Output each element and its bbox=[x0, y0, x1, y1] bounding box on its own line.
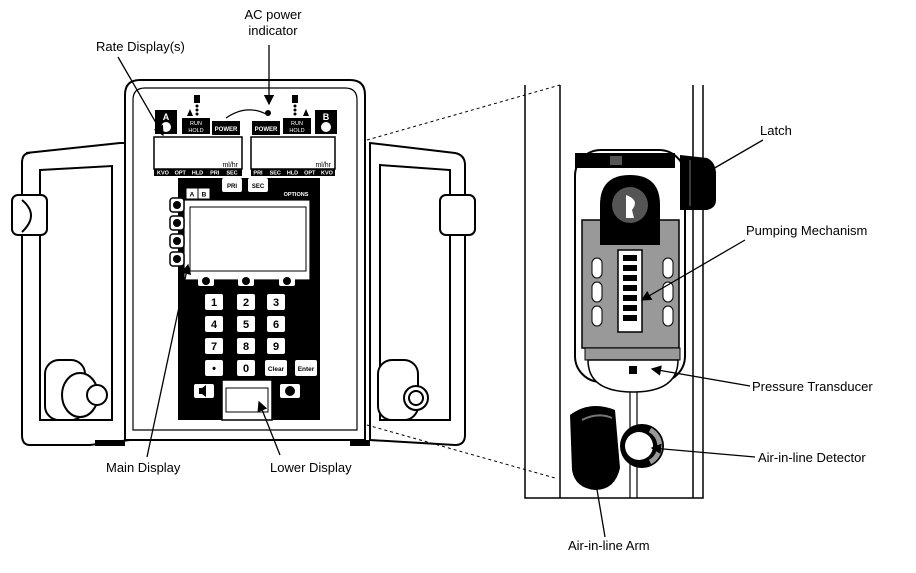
power-label-right: POWER bbox=[255, 127, 278, 133]
run-hold-b-button[interactable] bbox=[283, 118, 311, 134]
keypad-key-label: Enter bbox=[298, 366, 315, 373]
status-indicator-label: OPT bbox=[304, 171, 316, 177]
status-indicator-label: PRI bbox=[210, 171, 220, 177]
keypad-key[interactable] bbox=[237, 360, 255, 376]
callout-main-display: Main Display bbox=[106, 460, 181, 475]
pressure-transducer bbox=[629, 366, 637, 374]
svg-text:HOLD: HOLD bbox=[188, 128, 203, 134]
rate-display-a: ml/hr KVO OPT HLD PRI SEC bbox=[153, 136, 243, 177]
callout-ac-power-indicator: AC power indicator bbox=[243, 7, 303, 39]
keypad-key-label: 4 bbox=[211, 319, 218, 331]
bell-icon bbox=[187, 109, 193, 116]
keypad-key[interactable] bbox=[267, 316, 285, 332]
iv-bag-icon bbox=[292, 95, 298, 116]
status-indicator-label: HLD bbox=[192, 171, 203, 177]
keypad-key[interactable] bbox=[295, 360, 317, 376]
svg-text:RUN: RUN bbox=[291, 121, 303, 127]
power-button-right[interactable] bbox=[252, 121, 280, 135]
status-indicator-label: SEC bbox=[270, 171, 281, 177]
options-label: OPTIONS bbox=[284, 192, 309, 198]
keypad-key-label: 7 bbox=[211, 341, 217, 353]
keypad-key[interactable] bbox=[205, 338, 223, 354]
callout-rate-displays: Rate Display(s) bbox=[96, 39, 185, 54]
zoom-guide-lines bbox=[366, 84, 561, 479]
tab-a[interactable]: A bbox=[190, 192, 195, 199]
speaker-icon bbox=[199, 385, 206, 397]
keypad-key-label: 3 bbox=[273, 297, 279, 309]
status-indicator-label: KVO bbox=[321, 171, 334, 177]
channel-b-header: B RUN HOLD bbox=[283, 95, 337, 134]
channel-b-label: B bbox=[323, 112, 330, 122]
rate-display-b: ml/hr PRI SEC HLD OPT KVO bbox=[250, 136, 336, 177]
sec-button[interactable] bbox=[248, 178, 268, 192]
air-in-line-arm[interactable] bbox=[570, 406, 620, 490]
keypad-key[interactable] bbox=[237, 294, 255, 310]
power-controls: POWER POWER bbox=[212, 109, 280, 135]
control-panel: PRI SEC A B OPTIONS 1 bbox=[169, 178, 320, 421]
channel-off-icon bbox=[285, 386, 295, 396]
callout-air-in-line-arm: Air-in-line Arm bbox=[568, 538, 650, 553]
keypad-key[interactable] bbox=[205, 316, 223, 332]
bell-icon bbox=[303, 109, 309, 116]
callout-ac-power-line2: indicator bbox=[248, 23, 298, 38]
channel-a-header: A RUN HOLD bbox=[155, 95, 210, 134]
keypad-key-label: 6 bbox=[273, 319, 279, 331]
pri-button[interactable] bbox=[222, 178, 242, 192]
callout-pressure-transducer: Pressure Transducer bbox=[752, 379, 873, 394]
keypad-key-label: 9 bbox=[273, 341, 279, 353]
power-label-left: POWER bbox=[215, 127, 238, 133]
iv-bag-icon bbox=[194, 95, 200, 116]
bottom-softkeys[interactable] bbox=[198, 274, 295, 286]
keypad-key-label: 0 bbox=[243, 363, 249, 375]
numeric-keypad: 1 2 3 4 5 6 7 8 9 • 0 Clear Enter bbox=[205, 294, 317, 376]
pump-feet bbox=[95, 440, 370, 446]
pumping-module-closeup bbox=[524, 85, 716, 499]
latch-bar bbox=[575, 153, 675, 168]
keypad-key-label: 8 bbox=[243, 341, 249, 353]
keypad-key[interactable] bbox=[265, 360, 287, 376]
status-indicator-label: SEC bbox=[226, 171, 237, 177]
status-indicator-label: HLD bbox=[287, 171, 298, 177]
callout-latch: Latch bbox=[760, 123, 792, 138]
callout-air-in-line-detector: Air-in-line Detector bbox=[758, 450, 866, 465]
svg-text:RUN: RUN bbox=[190, 121, 202, 127]
rate-unit-b: ml/hr bbox=[315, 162, 331, 169]
status-indicator-label: OPT bbox=[175, 171, 187, 177]
callout-pumping-mechanism: Pumping Mechanism bbox=[746, 223, 868, 238]
sec-label: SEC bbox=[252, 184, 265, 190]
latch[interactable] bbox=[680, 155, 716, 210]
rate-unit-a: ml/hr bbox=[222, 162, 238, 169]
pri-label: PRI bbox=[227, 184, 237, 190]
svg-text:HOLD: HOLD bbox=[289, 128, 304, 134]
channel-a-label: A bbox=[163, 112, 170, 122]
left-side-clamp bbox=[11, 142, 131, 446]
leader-lines bbox=[117, 45, 764, 538]
keypad-key-label: 5 bbox=[243, 319, 249, 331]
callout-lower-display: Lower Display bbox=[270, 460, 352, 475]
status-indicator-label: PRI bbox=[253, 171, 263, 177]
ac-power-indicator-light bbox=[265, 110, 271, 116]
run-hold-a-button[interactable] bbox=[182, 118, 210, 134]
keypad-key[interactable] bbox=[267, 294, 285, 310]
keypad-key[interactable] bbox=[237, 316, 255, 332]
keypad-key[interactable] bbox=[205, 294, 223, 310]
tab-b[interactable]: B bbox=[202, 192, 207, 199]
keypad-key-label: Clear bbox=[268, 366, 285, 373]
right-side-clamp bbox=[369, 141, 476, 447]
status-indicator-label: KVO bbox=[157, 171, 170, 177]
keypad-key[interactable] bbox=[237, 338, 255, 354]
power-button-left[interactable] bbox=[212, 121, 240, 135]
keypad-key-label: 1 bbox=[211, 297, 217, 309]
keypad-key[interactable] bbox=[205, 360, 223, 376]
keypad-key[interactable] bbox=[267, 338, 285, 354]
callout-ac-power-line1: AC power bbox=[244, 7, 302, 22]
keypad-key-label: 2 bbox=[243, 297, 249, 309]
keypad-key-label: • bbox=[212, 363, 216, 375]
